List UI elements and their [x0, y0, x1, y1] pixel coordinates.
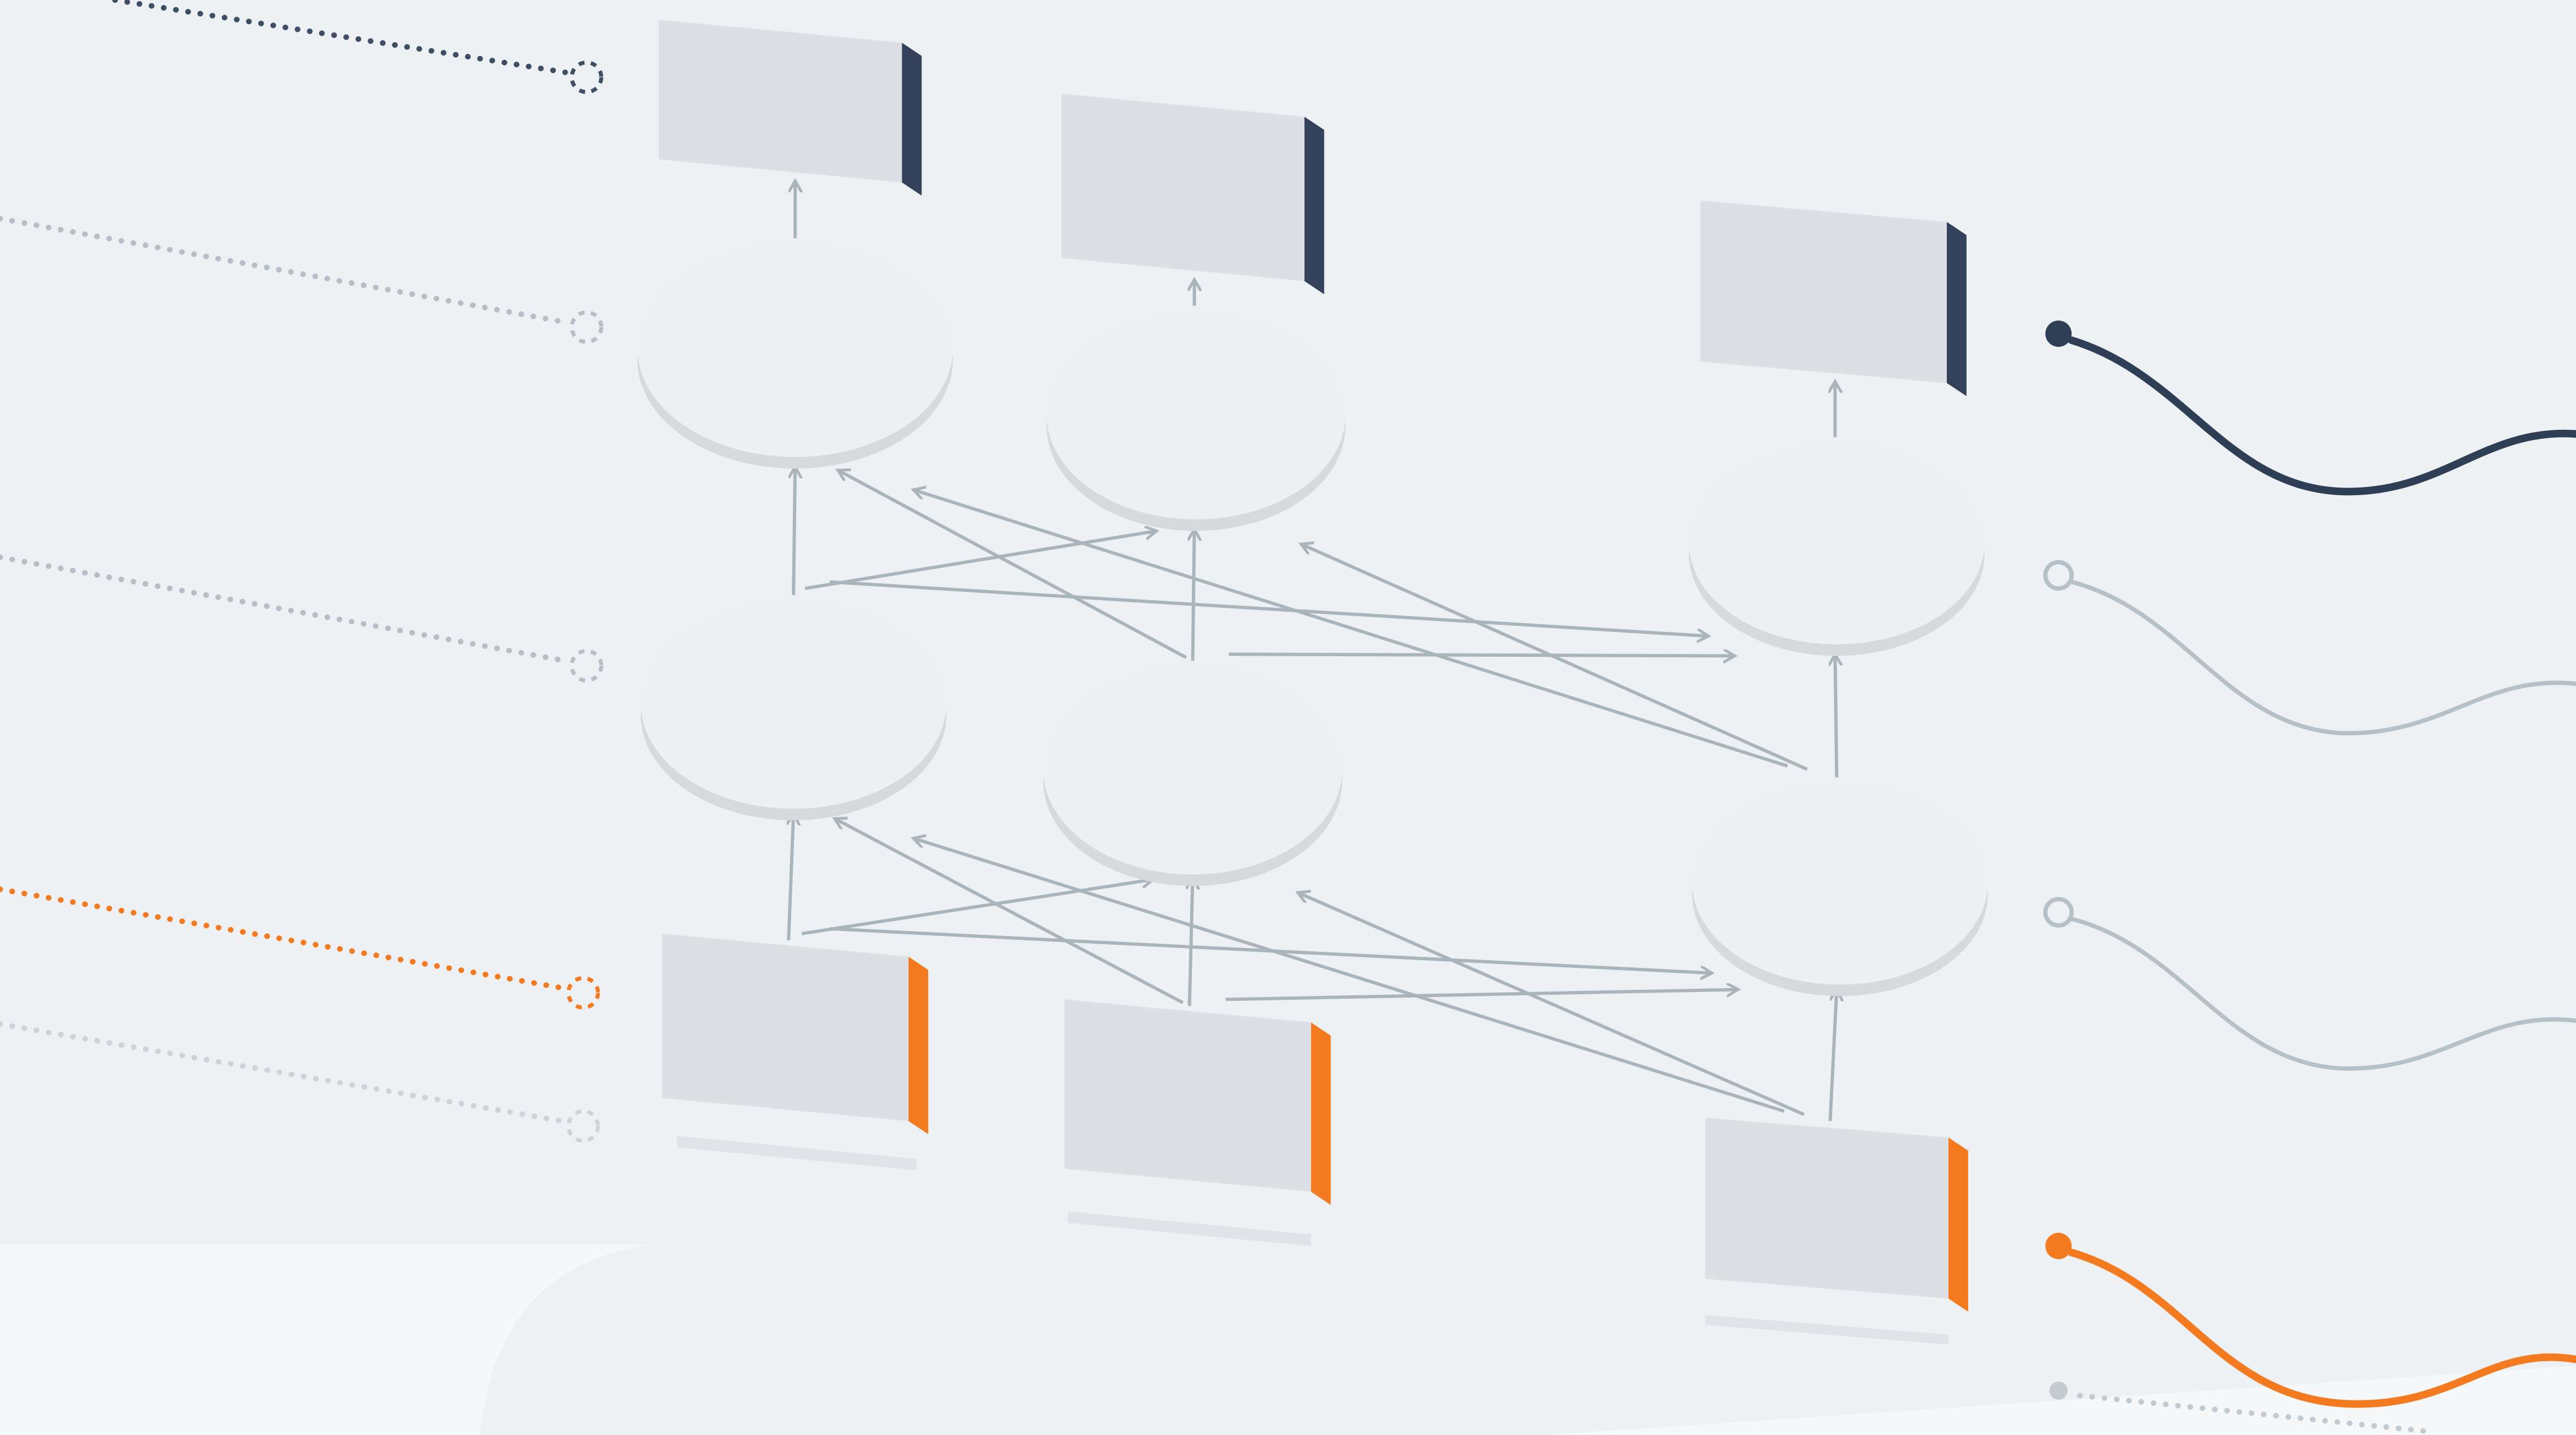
dotted-connector-faint: [0, 1021, 565, 1124]
dotted-connector-orange: [0, 886, 565, 991]
curve-connector-navy: [2068, 336, 2576, 496]
dashed-terminal-ring-faint: [566, 1109, 600, 1143]
input-box-side-orange: [1311, 1022, 1331, 1205]
network-column-3: [1689, 200, 1988, 1345]
panel-corner-bottom-left: [0, 1244, 649, 1435]
network-column-2: [1043, 93, 1346, 1246]
left-connectors: [0, 0, 603, 1143]
connection-arrow: [789, 813, 793, 940]
terminal-ring-gray-1: [2043, 559, 2074, 591]
output-box-side-navy: [1304, 117, 1324, 295]
connection-arrow: [835, 818, 1184, 1005]
connection-arrow: [801, 879, 1153, 935]
hidden-ellipse: [641, 598, 947, 809]
terminal-dot-small-gray: [2049, 1381, 2068, 1400]
output-box-front: [1061, 93, 1304, 281]
connection-arrow: [913, 838, 1785, 1113]
underline-bar: [1705, 1315, 1948, 1345]
dashed-terminal-ring-gray-1: [569, 310, 603, 344]
terminal-dot-orange: [2045, 1233, 2072, 1259]
input-box-front: [1064, 999, 1311, 1192]
connection-arrow: [1828, 989, 1837, 1121]
output-box-front: [658, 19, 902, 182]
underline-bar: [1068, 1211, 1311, 1246]
connection-arrow: [1229, 654, 1735, 656]
connection-arrow: [793, 467, 795, 595]
right-connectors: [2043, 320, 2576, 1435]
terminal-dot-navy: [2045, 320, 2072, 347]
connection-arrow: [1835, 654, 1837, 778]
network-column-1: [637, 19, 953, 1171]
underline-bar: [676, 1135, 917, 1171]
input-box-side-orange: [908, 956, 929, 1134]
connection-arrow: [913, 490, 1788, 768]
output-box-front: [1700, 200, 1947, 383]
curve-connector-gray-1: [2069, 579, 2576, 735]
dotted-connector-gray-2: [0, 554, 568, 664]
connection-arrow: [1225, 989, 1738, 1001]
connection-arrow: [804, 531, 1157, 590]
connection-arrow: [1301, 544, 1808, 771]
connection-arrow: [1190, 878, 1193, 1006]
panel-band-bottom-right: [1544, 1366, 2576, 1435]
dashed-terminal-ring-orange: [566, 976, 600, 1010]
connection-arrow: [829, 580, 1709, 636]
dashed-terminal-ring-gray-2: [569, 649, 603, 683]
hidden-ellipse: [1046, 309, 1346, 520]
connection-arrow: [1193, 529, 1195, 661]
dashed-terminal-ring-navy: [569, 60, 603, 95]
connection-arrow: [838, 470, 1187, 659]
dotted-connector-gray-1: [0, 215, 568, 325]
curve-connector-gray-2: [2069, 916, 2576, 1071]
input-box-side-orange: [1948, 1137, 1968, 1312]
dotted-connector-bottom-right: [2077, 1393, 2434, 1435]
connection-arrows: [789, 181, 1836, 1121]
hidden-ellipse: [1043, 664, 1342, 875]
terminal-ring-gray-2: [2043, 897, 2074, 928]
curve-connector-orange: [2068, 1249, 2576, 1408]
hidden-ellipse: [637, 240, 953, 457]
hidden-ellipse: [1692, 780, 1988, 985]
connection-arrow: [1298, 893, 1805, 1116]
output-box-side-navy: [902, 42, 922, 196]
input-box-front: [1705, 1117, 1948, 1299]
dotted-connector-navy: [112, 0, 568, 75]
output-box-side-navy: [1946, 221, 1967, 396]
input-box-front: [662, 933, 909, 1121]
hidden-ellipse: [1689, 440, 1985, 645]
